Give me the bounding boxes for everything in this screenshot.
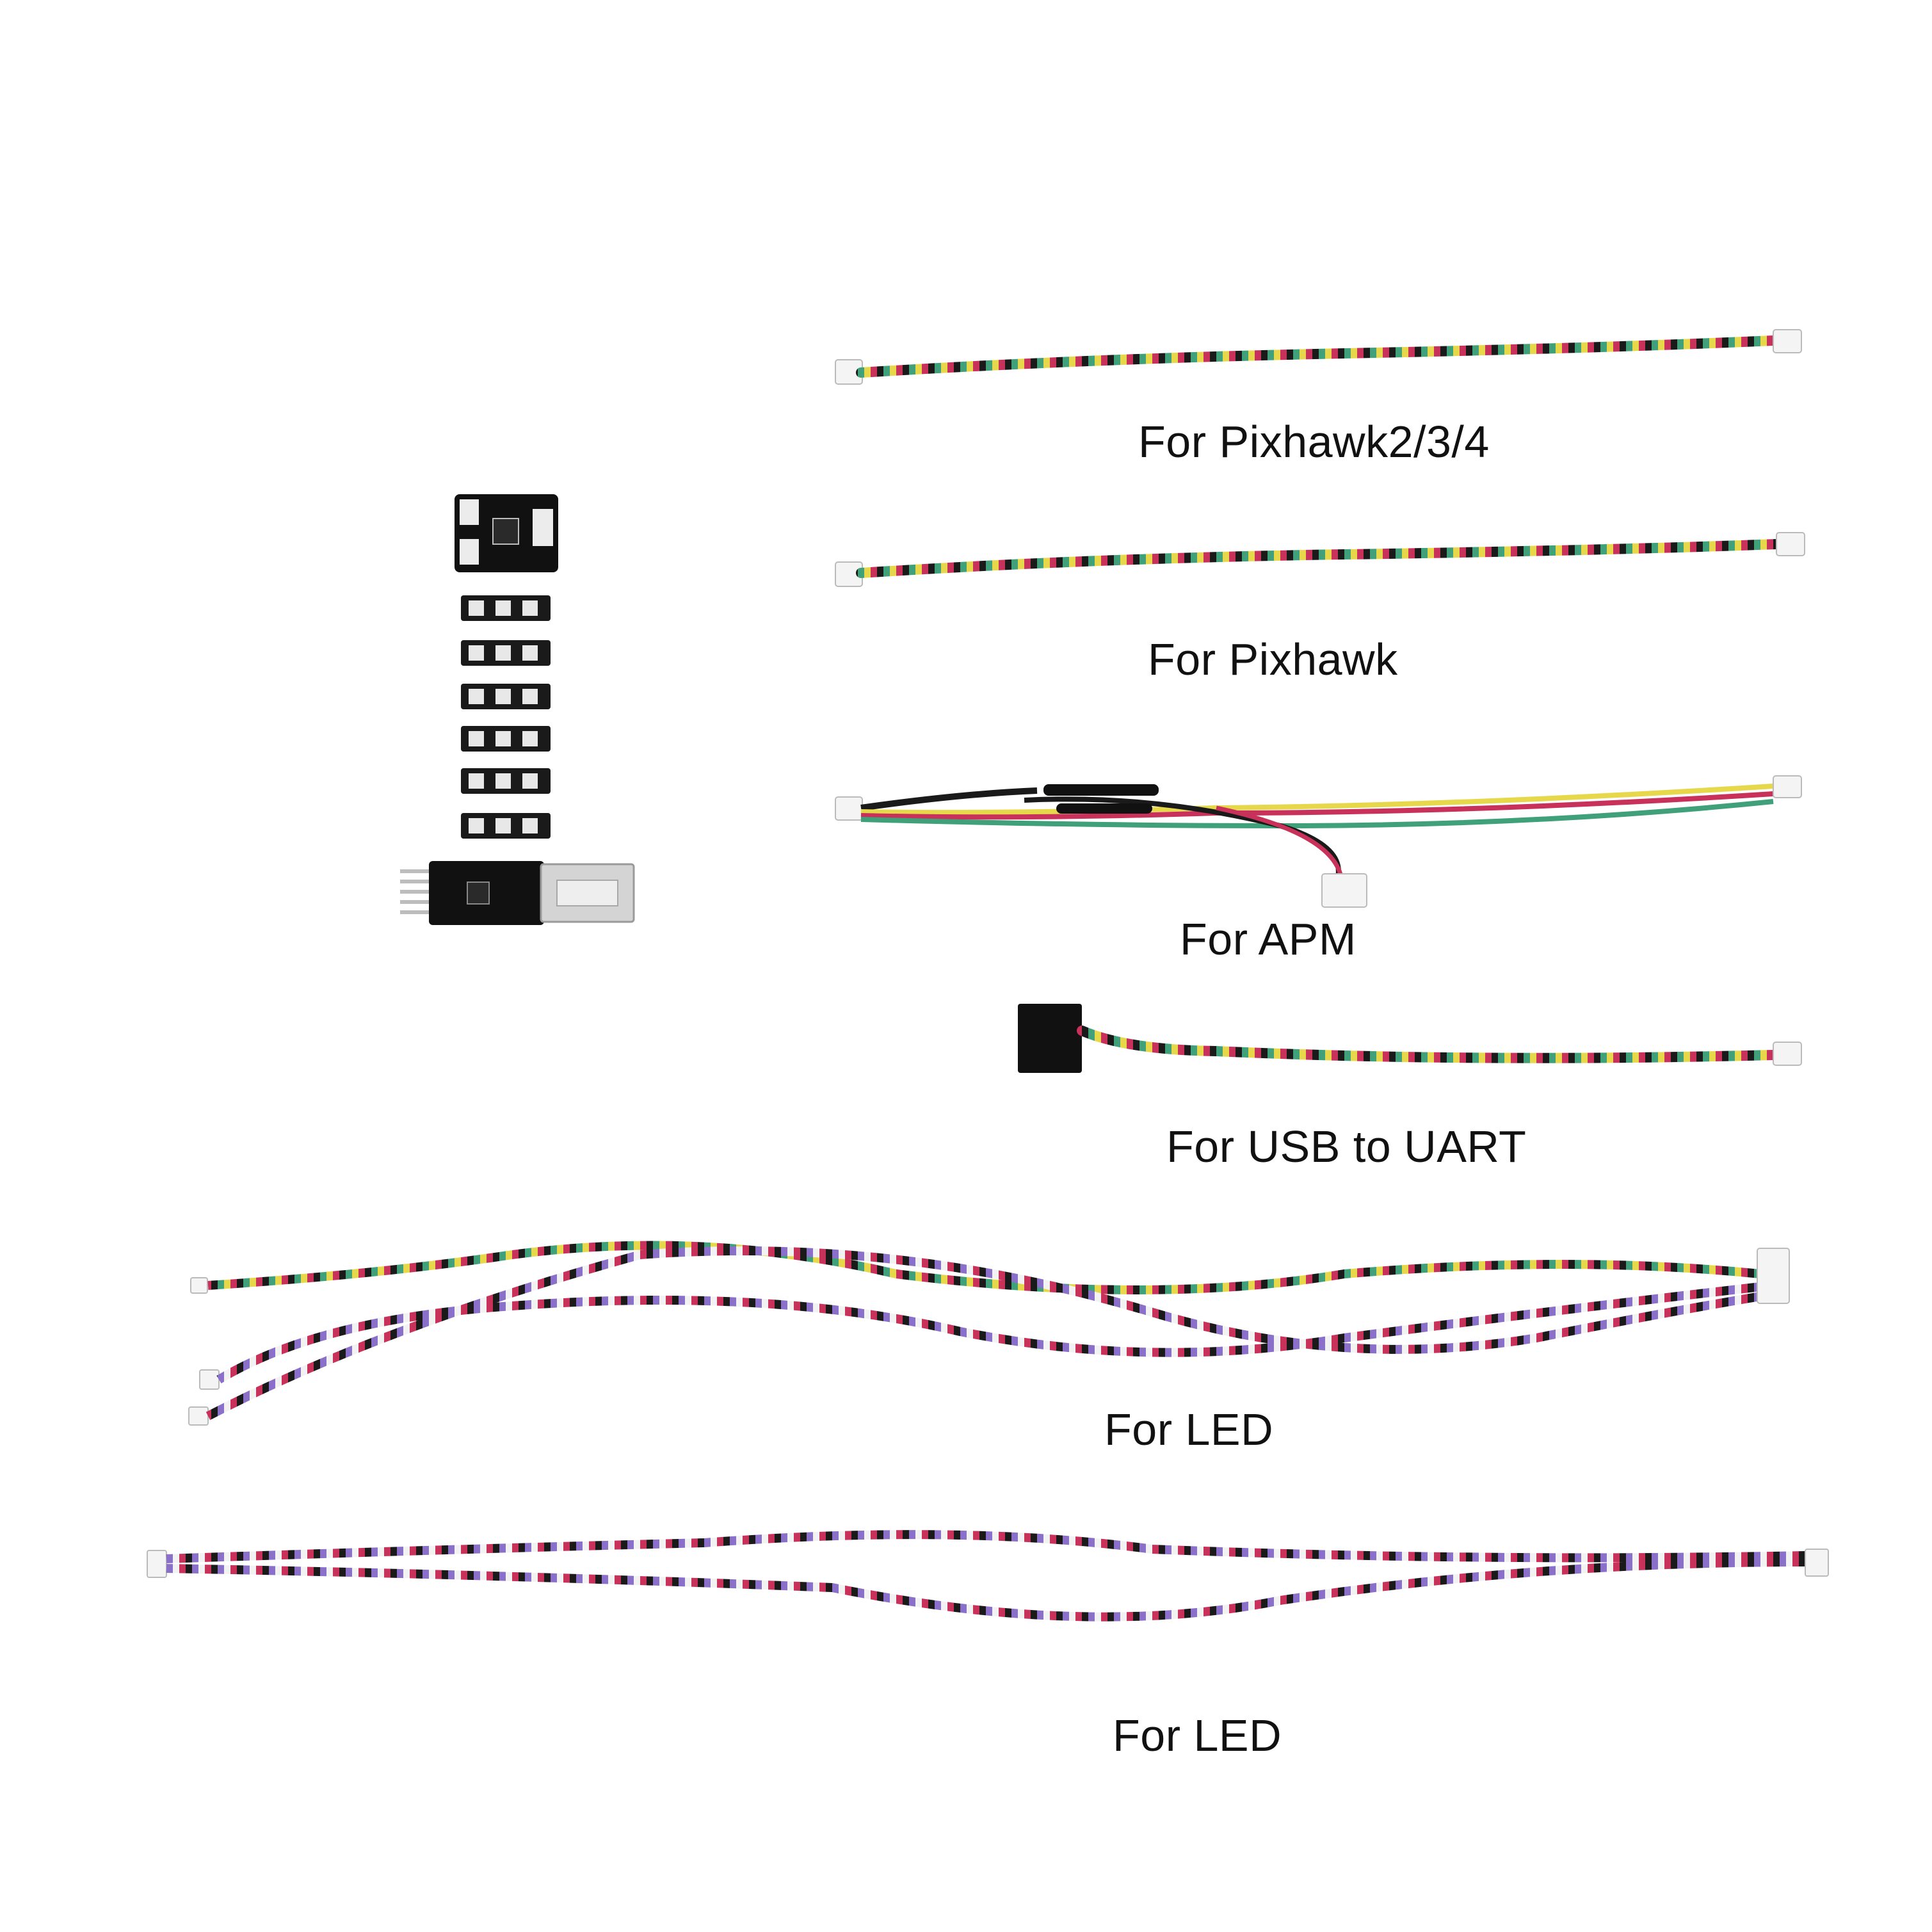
- cable-apm: [835, 775, 1802, 908]
- usb-uart-adapter: [400, 861, 635, 925]
- label-pixhawk: For Pixhawk: [1148, 634, 1398, 684]
- led-module-strip: [461, 595, 551, 839]
- led-module: [461, 595, 551, 621]
- label-apm: For APM: [1180, 914, 1356, 964]
- led-module: [461, 768, 551, 794]
- led-module: [461, 684, 551, 709]
- led-module: [461, 640, 551, 666]
- cable-pixhawk: [835, 532, 1805, 587]
- led-controller-board: [455, 494, 558, 572]
- label-usb-uart: For USB to UART: [1166, 1122, 1527, 1171]
- label-pixhawk234: For Pixhawk2/3/4: [1138, 417, 1490, 467]
- cable-pixhawk234: [835, 329, 1802, 385]
- led-module: [461, 726, 551, 752]
- cable-led-upper: [188, 1241, 1790, 1426]
- cable-led-lower: [147, 1530, 1829, 1622]
- label-led-lower: For LED: [1113, 1711, 1282, 1760]
- led-module: [461, 813, 551, 839]
- cable-usb-uart: [1018, 1004, 1802, 1073]
- label-led-upper: For LED: [1104, 1405, 1274, 1454]
